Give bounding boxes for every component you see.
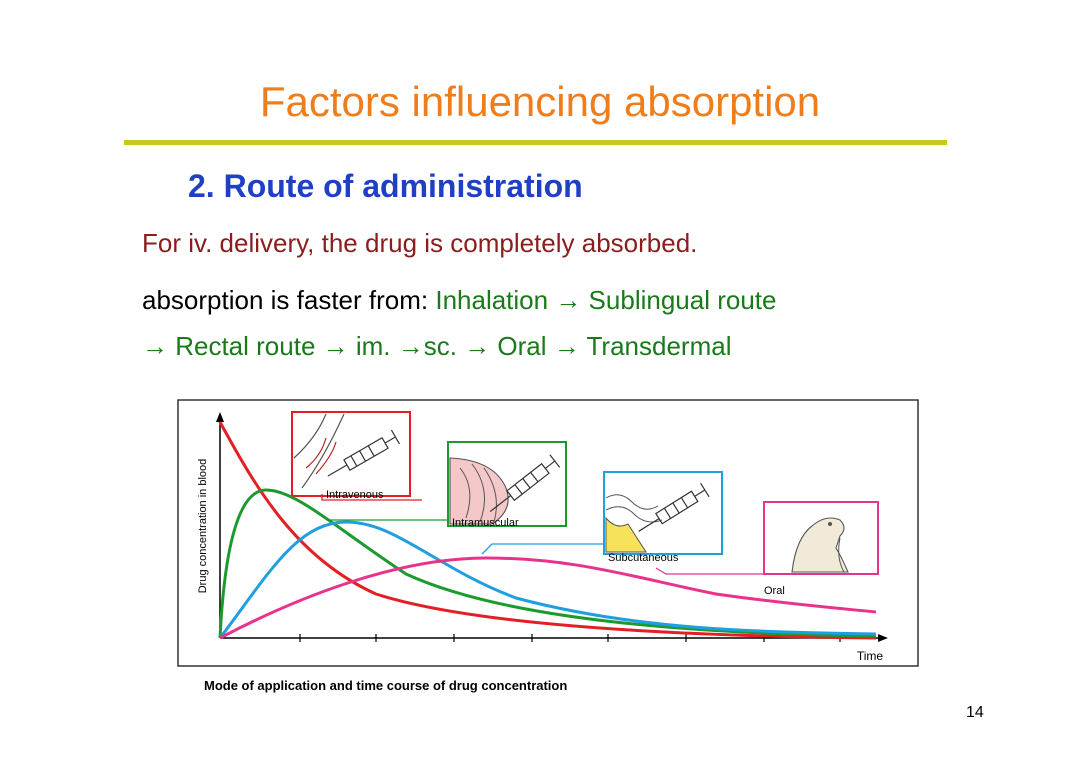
x-axis-arrow [878,634,888,642]
subcutaneous-inset [603,471,723,555]
absorption-order-continued: → Rectal route → im. →sc. → Oral → Trans… [142,331,732,361]
x-axis-label: Time [857,649,884,663]
slide-title: Factors influencing absorption [259,78,821,125]
oral-curve [219,556,877,640]
subcutaneous-curve [218,520,877,639]
intramuscular-inset [447,441,567,527]
absorption-order-prefix: absorption is faster from: [142,285,436,315]
intramuscular-label: Intramuscular [452,517,519,529]
absorption-diagram: Drug concentration in blood Time [177,399,919,693]
intravenous-inset [291,411,411,497]
page-number: 14 [966,704,984,721]
oral-inset [763,501,879,575]
oral-label: Oral [764,585,785,597]
y-axis-label: Drug concentration in blood [197,459,209,594]
x-axis-ticks [299,634,841,642]
intravenous-label: Intravenous [326,489,384,501]
slide-subtitle: 2. Route of administration [188,168,583,204]
iv-delivery-text: For iv. delivery, the drug is completely… [142,228,698,258]
absorption-figure: Drug concentration in blood Time [176,398,920,698]
absorption-order-routes: Inhalation → Sublingual route [435,285,777,315]
subcutaneous-label: Subcutaneous [608,552,679,564]
intramuscular-curve [218,488,877,639]
intravenous-curve [218,421,877,640]
y-axis-arrow [216,412,224,422]
figure-caption: Mode of application and time course of d… [204,678,567,693]
title-underline [124,140,947,145]
inset-connectors [321,494,764,575]
absorption-order-text: absorption is faster from: Inhalation → … [142,285,776,316]
